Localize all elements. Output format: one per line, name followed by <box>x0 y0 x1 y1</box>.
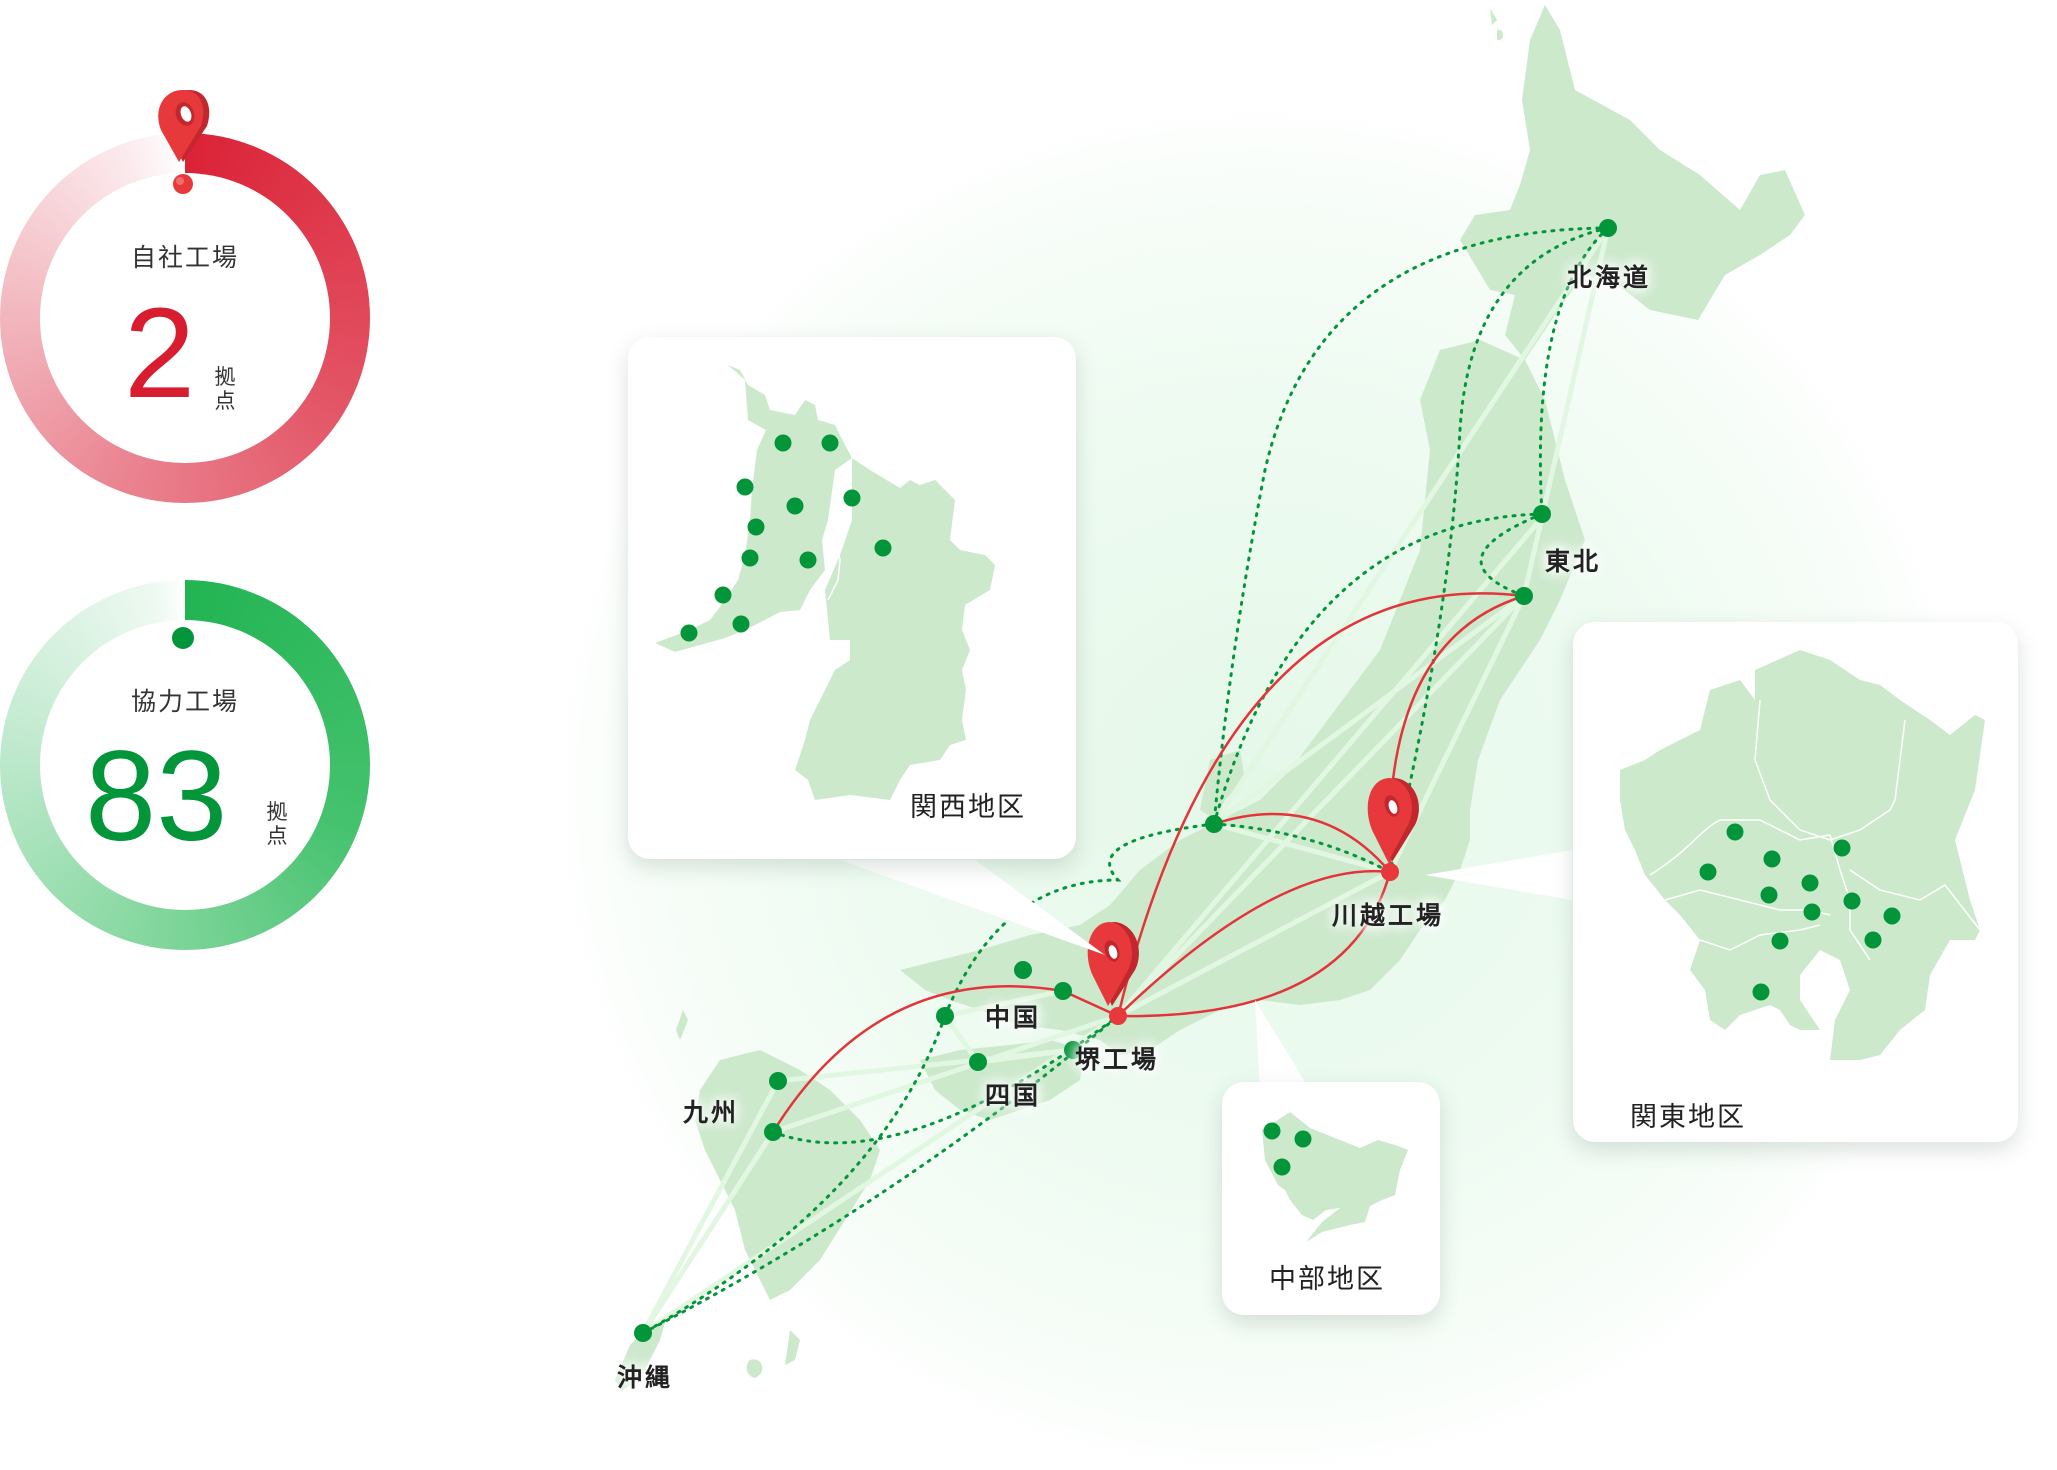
partner-factory-dot[interactable] <box>736 478 754 496</box>
kawagoe-factory-pin[interactable] <box>1367 778 1419 881</box>
partner-factories-label: 協力工場 <box>130 687 239 716</box>
partner-factory-dot[interactable] <box>874 539 892 557</box>
partner-factory-dot[interactable] <box>732 615 750 633</box>
kansai-partner-dots <box>680 434 892 642</box>
sakai-factory-pin[interactable] <box>1087 922 1139 1025</box>
partner-factory-dot[interactable] <box>1801 874 1819 892</box>
partner-factory-dot[interactable] <box>1763 850 1781 868</box>
partner-factory-dot[interactable] <box>1699 863 1717 881</box>
green-dot-icon <box>172 627 194 649</box>
partner-factory-dot[interactable] <box>747 518 765 536</box>
map-pin-icon <box>158 90 210 194</box>
unit-char: 点 <box>214 389 236 413</box>
partner-dotted-routes <box>641 226 1610 1335</box>
region-label-chugoku: 中国 <box>985 1003 1042 1032</box>
partner-factory-dot[interactable] <box>1771 932 1789 950</box>
chubu-label: 中部地区 <box>1269 1264 1385 1295</box>
partner-factory-dot[interactable] <box>1515 587 1533 605</box>
region-label-tohoku: 東北 <box>1545 547 1602 576</box>
unit-char: 拠 <box>214 365 236 389</box>
partner-factory-dot[interactable] <box>1883 907 1901 925</box>
own-factories-count: 2 <box>124 282 196 425</box>
partner-factory-dot[interactable] <box>1599 219 1617 237</box>
partner-factory-dot[interactable] <box>680 624 698 642</box>
unit-char: 拠 <box>266 800 288 824</box>
kanto-label: 関東地区 <box>1630 1102 1746 1133</box>
partner-factory-dot[interactable] <box>1533 505 1551 523</box>
partner-points <box>634 219 1617 1342</box>
partner-factory-dot[interactable] <box>634 1324 652 1342</box>
unit-char: 点 <box>266 824 288 848</box>
japan-landmass <box>615 5 1805 1390</box>
region-label-shikoku: 四国 <box>985 1081 1042 1110</box>
partner-factory-dot[interactable] <box>1014 961 1032 979</box>
partner-factory-dot[interactable] <box>969 1053 987 1071</box>
light-routes <box>640 226 1611 1336</box>
own-factories-unit: 拠 点 <box>213 365 237 413</box>
kanto-inset-card[interactable]: 関東地区 <box>1573 622 2018 1142</box>
partner-factory-dot[interactable] <box>786 497 804 515</box>
kansai-label: 関西地区 <box>910 792 1026 823</box>
ring-inner <box>40 173 330 463</box>
partner-factory-dot[interactable] <box>799 551 817 569</box>
partner-factory-dot[interactable] <box>769 1072 787 1090</box>
partner-factory-dot[interactable] <box>1273 1158 1291 1176</box>
partner-factory-dot[interactable] <box>821 434 839 452</box>
partner-factory-dot[interactable] <box>714 586 732 604</box>
own-factories-label: 自社工場 <box>130 243 239 272</box>
ring-inner <box>40 620 330 910</box>
chubu-map <box>1262 1112 1408 1242</box>
partner-factory-dot[interactable] <box>1843 892 1861 910</box>
chubu-callout-tail <box>1255 1000 1310 1090</box>
partner-factory-dot[interactable] <box>1752 983 1770 1001</box>
kansai-callout-tail <box>840 860 1105 955</box>
partner-factories-unit: 拠 点 <box>265 800 289 848</box>
partner-factory-dot[interactable] <box>1864 931 1882 949</box>
kansai-inset-card[interactable]: 関西地区 <box>628 337 1076 859</box>
kanto-map <box>1620 650 1985 1060</box>
own-factories-ring <box>0 133 370 503</box>
partner-factory-dot[interactable] <box>1760 886 1778 904</box>
factory-label-kawagoe: 川越工場 <box>1332 901 1445 930</box>
partner-factory-dot[interactable] <box>764 1123 782 1141</box>
partner-factory-dot[interactable] <box>1803 903 1821 921</box>
partner-factory-dot[interactable] <box>1054 982 1072 1000</box>
chubu-inset-card[interactable]: 中部地区 <box>1222 1082 1440 1315</box>
partner-factory-dot[interactable] <box>936 1007 954 1025</box>
factory-label-sakai: 堺工場 <box>1075 1045 1160 1074</box>
partner-factory-dot[interactable] <box>1726 823 1744 841</box>
kansai-map <box>655 365 995 800</box>
chubu-partner-dots <box>1263 1122 1312 1176</box>
kanto-partner-dots <box>1699 823 1901 1001</box>
kanto-callout-tail <box>1425 850 1572 900</box>
partner-factory-dot[interactable] <box>843 489 861 507</box>
region-label-hokkaido: 北海道 <box>1567 263 1652 292</box>
partner-factory-dot[interactable] <box>1294 1130 1312 1148</box>
partner-factory-dot[interactable] <box>1064 1041 1082 1059</box>
region-label-okinawa: 沖縄 <box>617 1363 674 1392</box>
partner-factory-dot[interactable] <box>741 549 759 567</box>
partner-factory-dot[interactable] <box>1205 815 1223 833</box>
partner-factory-dot[interactable] <box>1263 1122 1281 1140</box>
region-label-kyushu: 九州 <box>683 1098 740 1127</box>
partner-factories-count: 83 <box>85 725 228 868</box>
partner-factory-dot[interactable] <box>1833 839 1851 857</box>
partner-factory-dot[interactable] <box>774 434 792 452</box>
